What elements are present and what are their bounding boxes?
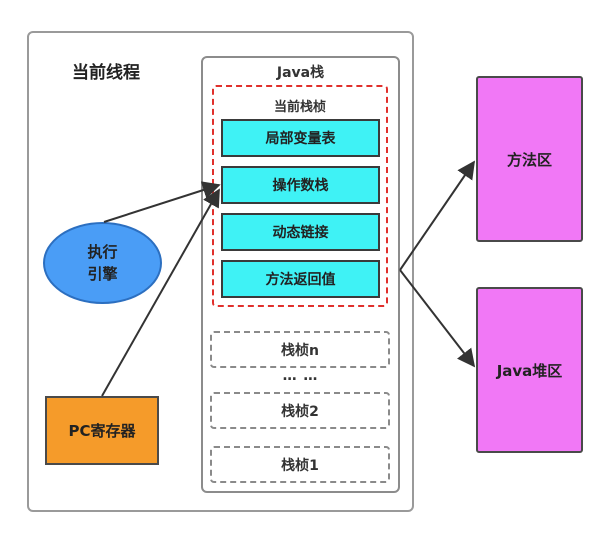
return-address: 方法返回值 [221,260,380,298]
stack-to-heap-arrow [399,269,476,368]
stack-frame-2: 栈桢2 [210,392,390,429]
execution-engine-line2: 引擎 [87,265,118,283]
method-area: 方法区 [476,76,583,242]
operand-stack: 操作数栈 [221,166,380,204]
local-variable-table: 局部变量表 [221,119,380,157]
pc-to-operand-stack-arrow [101,188,220,397]
pc-register: PC寄存器 [45,396,159,465]
execution-engine: 执行 引擎 [43,222,162,304]
java-heap: Java堆区 [476,287,583,453]
current-thread-title: 当前线程 [72,63,140,83]
stack-frame-1: 栈桢1 [210,446,390,483]
java-stack-title: Java栈 [276,65,325,81]
execution-engine-line1: 执行 [87,243,118,261]
current-stack-frame-title: 当前栈桢 [273,100,326,115]
java-stack-container [201,56,400,493]
stack-to-method-area-arrow [399,160,476,271]
current-thread-container [27,31,414,512]
dynamic-linking: 动态链接 [221,213,380,251]
engine-to-operand-stack-arrow [103,181,221,223]
stack-frame-ellipsis: … … [282,368,319,384]
stack-frame-n: 栈桢n [210,331,390,368]
